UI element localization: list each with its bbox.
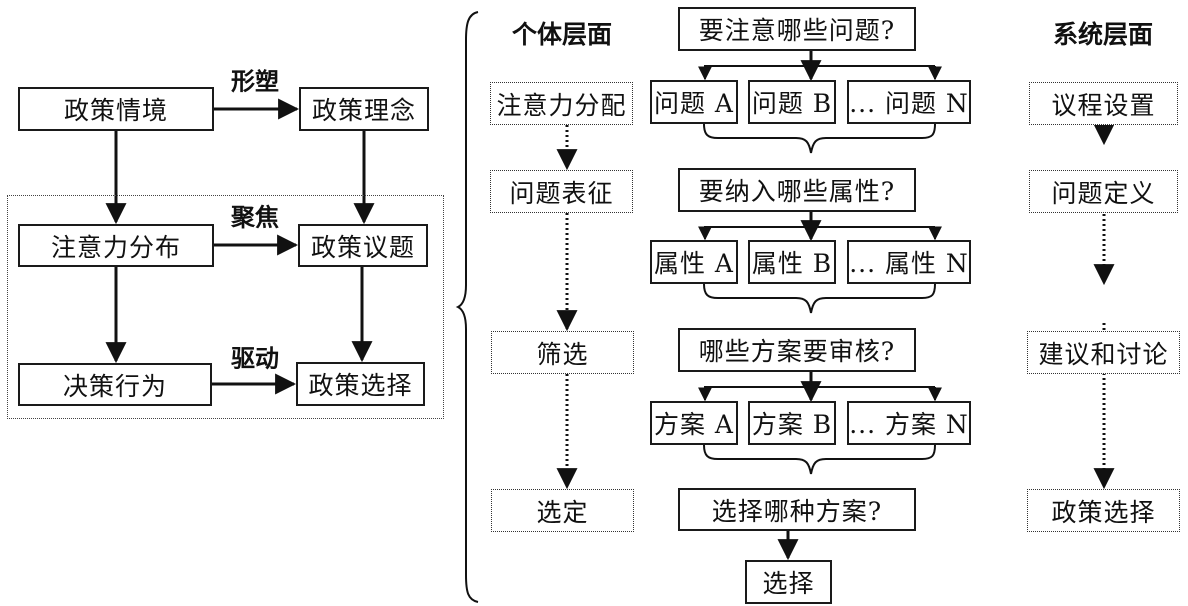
issue-label: 问题 A bbox=[653, 89, 734, 118]
brace-issues bbox=[703, 123, 936, 154]
question-attributes: 要纳入哪些属性? bbox=[678, 168, 916, 212]
option-a: 方案 A bbox=[650, 401, 738, 445]
stage-label: 政策选择 bbox=[1051, 497, 1156, 527]
individual-level-header: 个体层面 bbox=[511, 20, 613, 49]
node-label: 决策行为 bbox=[62, 371, 167, 401]
issue-label: ... 问题 N bbox=[849, 89, 969, 118]
system-stage-discussion: 建议和讨论 bbox=[1027, 331, 1180, 374]
left-model-arrows bbox=[105, 98, 375, 395]
result-choice: 选择 bbox=[745, 560, 832, 604]
option-label: ... 方案 N bbox=[849, 410, 969, 439]
question-label: 要纳入哪些属性? bbox=[698, 177, 896, 206]
edge-label-shape: 形塑 bbox=[231, 67, 279, 96]
node-policy-context: 政策情境 bbox=[18, 87, 214, 131]
node-attention-distribution: 注意力分布 bbox=[18, 224, 214, 267]
fanout-issues bbox=[698, 50, 942, 82]
section-brace bbox=[455, 11, 479, 603]
option-label: 方案 B bbox=[751, 410, 833, 439]
attribute-label: 属性 A bbox=[653, 249, 734, 278]
question-label: 要注意哪些问题? bbox=[698, 16, 896, 45]
focus-region-container bbox=[7, 195, 444, 419]
result-label: 选择 bbox=[762, 569, 815, 598]
system-stage-definition: 问题定义 bbox=[1029, 170, 1178, 213]
edge-label-drive: 驱动 bbox=[231, 344, 279, 373]
stage-label: 问题表征 bbox=[509, 178, 614, 208]
system-stage-agenda: 议程设置 bbox=[1029, 82, 1178, 125]
question-choice: 选择哪种方案? bbox=[678, 488, 916, 531]
fanout-options bbox=[698, 371, 942, 403]
attribute-label: 属性 B bbox=[751, 249, 833, 278]
node-label: 政策议题 bbox=[310, 232, 415, 262]
individual-stage-selection: 选定 bbox=[491, 489, 634, 532]
individual-stage-representation: 问题表征 bbox=[490, 170, 633, 213]
node-policy-choice: 政策选择 bbox=[296, 362, 425, 406]
stage-label: 问题定义 bbox=[1051, 178, 1156, 208]
question-label: 选择哪种方案? bbox=[711, 496, 883, 526]
option-b: 方案 B bbox=[748, 401, 836, 445]
stage-label: 筛选 bbox=[536, 339, 589, 369]
attribute-b: 属性 B bbox=[748, 240, 836, 284]
stage-label: 注意力分配 bbox=[496, 90, 627, 120]
brace-options bbox=[703, 444, 936, 475]
node-decision-behavior: 决策行为 bbox=[18, 363, 212, 406]
brace-attributes bbox=[703, 283, 936, 314]
stage-label: 选定 bbox=[536, 497, 589, 527]
issue-a: 问题 A bbox=[650, 80, 738, 124]
node-policy-idea: 政策理念 bbox=[299, 87, 429, 131]
option-label: 方案 A bbox=[653, 410, 734, 439]
node-policy-issue: 政策议题 bbox=[298, 224, 428, 267]
node-label: 政策理念 bbox=[311, 96, 416, 125]
question-label: 哪些方案要审核? bbox=[698, 337, 896, 366]
attribute-a: 属性 A bbox=[650, 240, 738, 284]
node-label: 政策选择 bbox=[308, 371, 413, 400]
individual-stage-screening: 筛选 bbox=[491, 331, 634, 374]
issue-n: ... 问题 N bbox=[847, 80, 971, 124]
attribute-n: ... 属性 N bbox=[847, 240, 971, 284]
edge-label-focus: 聚焦 bbox=[231, 203, 279, 232]
question-issues: 要注意哪些问题? bbox=[678, 7, 916, 51]
individual-stage-attention: 注意力分配 bbox=[490, 82, 633, 125]
issue-label: 问题 B bbox=[751, 89, 833, 118]
attribute-label: ... 属性 N bbox=[849, 249, 969, 278]
fanout-attributes bbox=[698, 211, 942, 242]
node-label: 注意力分布 bbox=[50, 232, 181, 262]
option-n: ... 方案 N bbox=[847, 401, 971, 445]
stage-label: 建议和讨论 bbox=[1038, 339, 1169, 369]
question-options: 哪些方案要审核? bbox=[678, 328, 916, 372]
issue-b: 问题 B bbox=[748, 80, 836, 124]
stage-label: 议程设置 bbox=[1051, 90, 1156, 120]
node-label: 政策情境 bbox=[63, 96, 168, 125]
system-stage-policy-choice: 政策选择 bbox=[1027, 489, 1180, 532]
system-level-header: 系统层面 bbox=[1052, 20, 1154, 49]
